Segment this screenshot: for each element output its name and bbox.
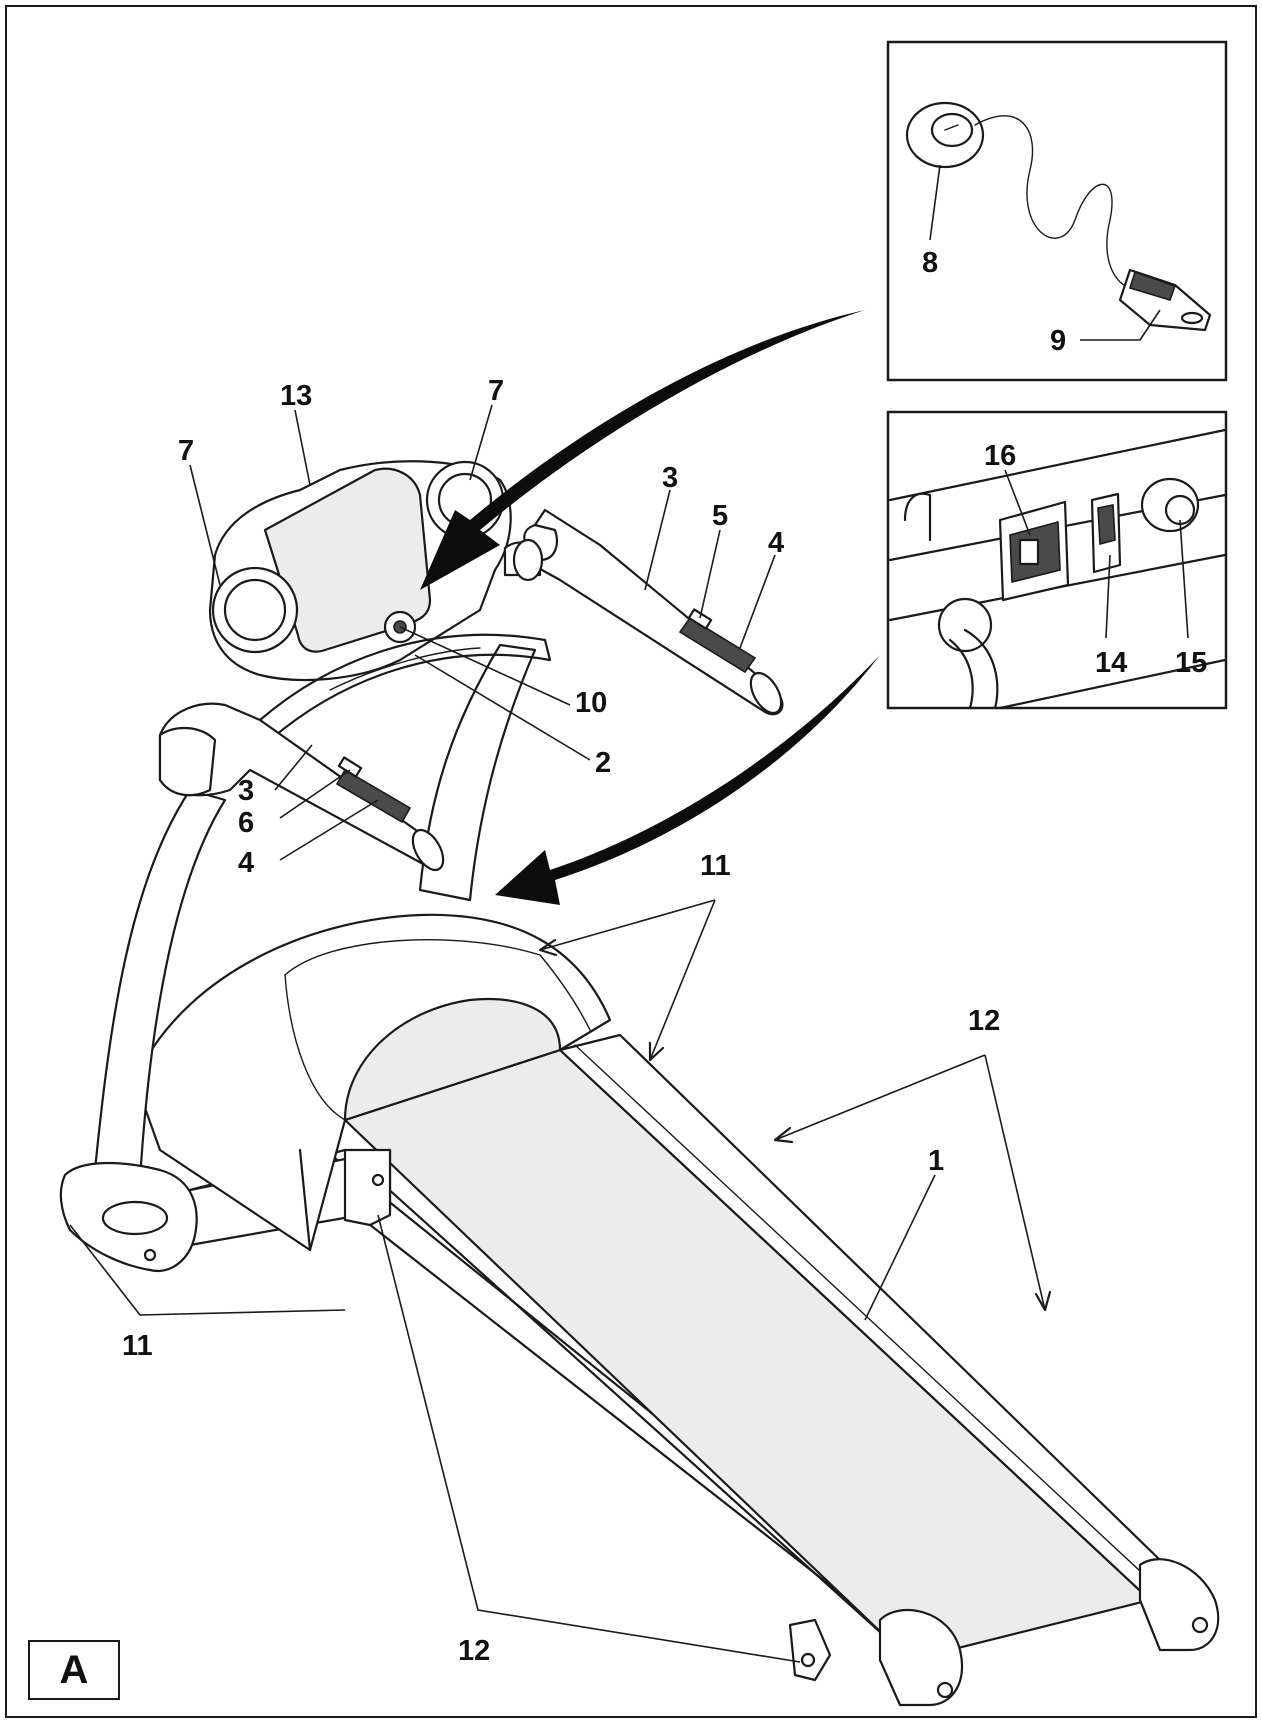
label-key-socket: 10 bbox=[575, 687, 607, 719]
label-handrail-right: 3 bbox=[662, 462, 678, 494]
button-right-icon bbox=[687, 608, 713, 630]
right-upright bbox=[418, 643, 537, 902]
label-rear-wheel: 12 bbox=[458, 1635, 490, 1667]
handrail-right-group bbox=[503, 508, 784, 716]
console-assembly bbox=[208, 460, 552, 902]
running-belt bbox=[343, 1048, 1152, 1662]
label-button-left: 6 bbox=[238, 807, 254, 839]
label-safety-key: 8 bbox=[922, 247, 938, 279]
motor-cover bbox=[133, 913, 612, 1252]
label-power-socket: 16 bbox=[984, 440, 1016, 472]
page-frame bbox=[5, 5, 1257, 1718]
rear-cap-left bbox=[878, 1608, 963, 1707]
front-foot bbox=[59, 1161, 198, 1273]
grip-right bbox=[678, 616, 757, 674]
handrail-left-group bbox=[158, 702, 445, 872]
inset-safety-key bbox=[886, 40, 1228, 382]
label-deck: 1 bbox=[928, 1145, 944, 1177]
label-grip-right: 4 bbox=[768, 527, 784, 559]
rear-wheel bbox=[788, 1618, 832, 1682]
figure-letter-box: A bbox=[28, 1640, 120, 1700]
console-screen bbox=[263, 467, 432, 653]
label-frame: 2 bbox=[595, 747, 611, 779]
cord-grommet bbox=[937, 597, 993, 653]
label-cover: 11 bbox=[700, 850, 731, 882]
label-side-rail-right: 12 bbox=[968, 1005, 1000, 1037]
treadmill-deck bbox=[188, 1033, 1220, 1707]
label-handrail-left: 3 bbox=[238, 775, 254, 807]
left-upright bbox=[59, 788, 227, 1273]
callout-labels: 13 7 7 3 5 4 10 2 3 6 4 11 12 1 11 12 16… bbox=[122, 247, 1207, 1667]
safety-key-magnet bbox=[905, 101, 985, 169]
figure-letter: A bbox=[59, 1647, 89, 1692]
label-power-switch: 14 bbox=[1095, 647, 1127, 679]
leader-lines bbox=[69, 164, 1189, 1663]
arrow-to-frame-icon bbox=[495, 655, 880, 905]
label-console: 13 bbox=[280, 380, 312, 412]
rear-cap-right bbox=[1138, 1558, 1220, 1652]
grip-left bbox=[335, 768, 412, 824]
label-grip-left: 4 bbox=[238, 847, 254, 879]
label-rear-foot: 11 bbox=[122, 1330, 153, 1362]
label-fuse: 15 bbox=[1175, 647, 1207, 679]
inset-power-panel bbox=[886, 410, 1228, 710]
label-speaker-right: 7 bbox=[488, 375, 504, 407]
label-speaker-left: 7 bbox=[178, 435, 194, 467]
label-button-right: 5 bbox=[712, 500, 728, 532]
cover-inset bbox=[343, 998, 562, 1122]
label-clip: 9 bbox=[1050, 325, 1066, 357]
arrow-to-console-icon bbox=[420, 310, 865, 590]
